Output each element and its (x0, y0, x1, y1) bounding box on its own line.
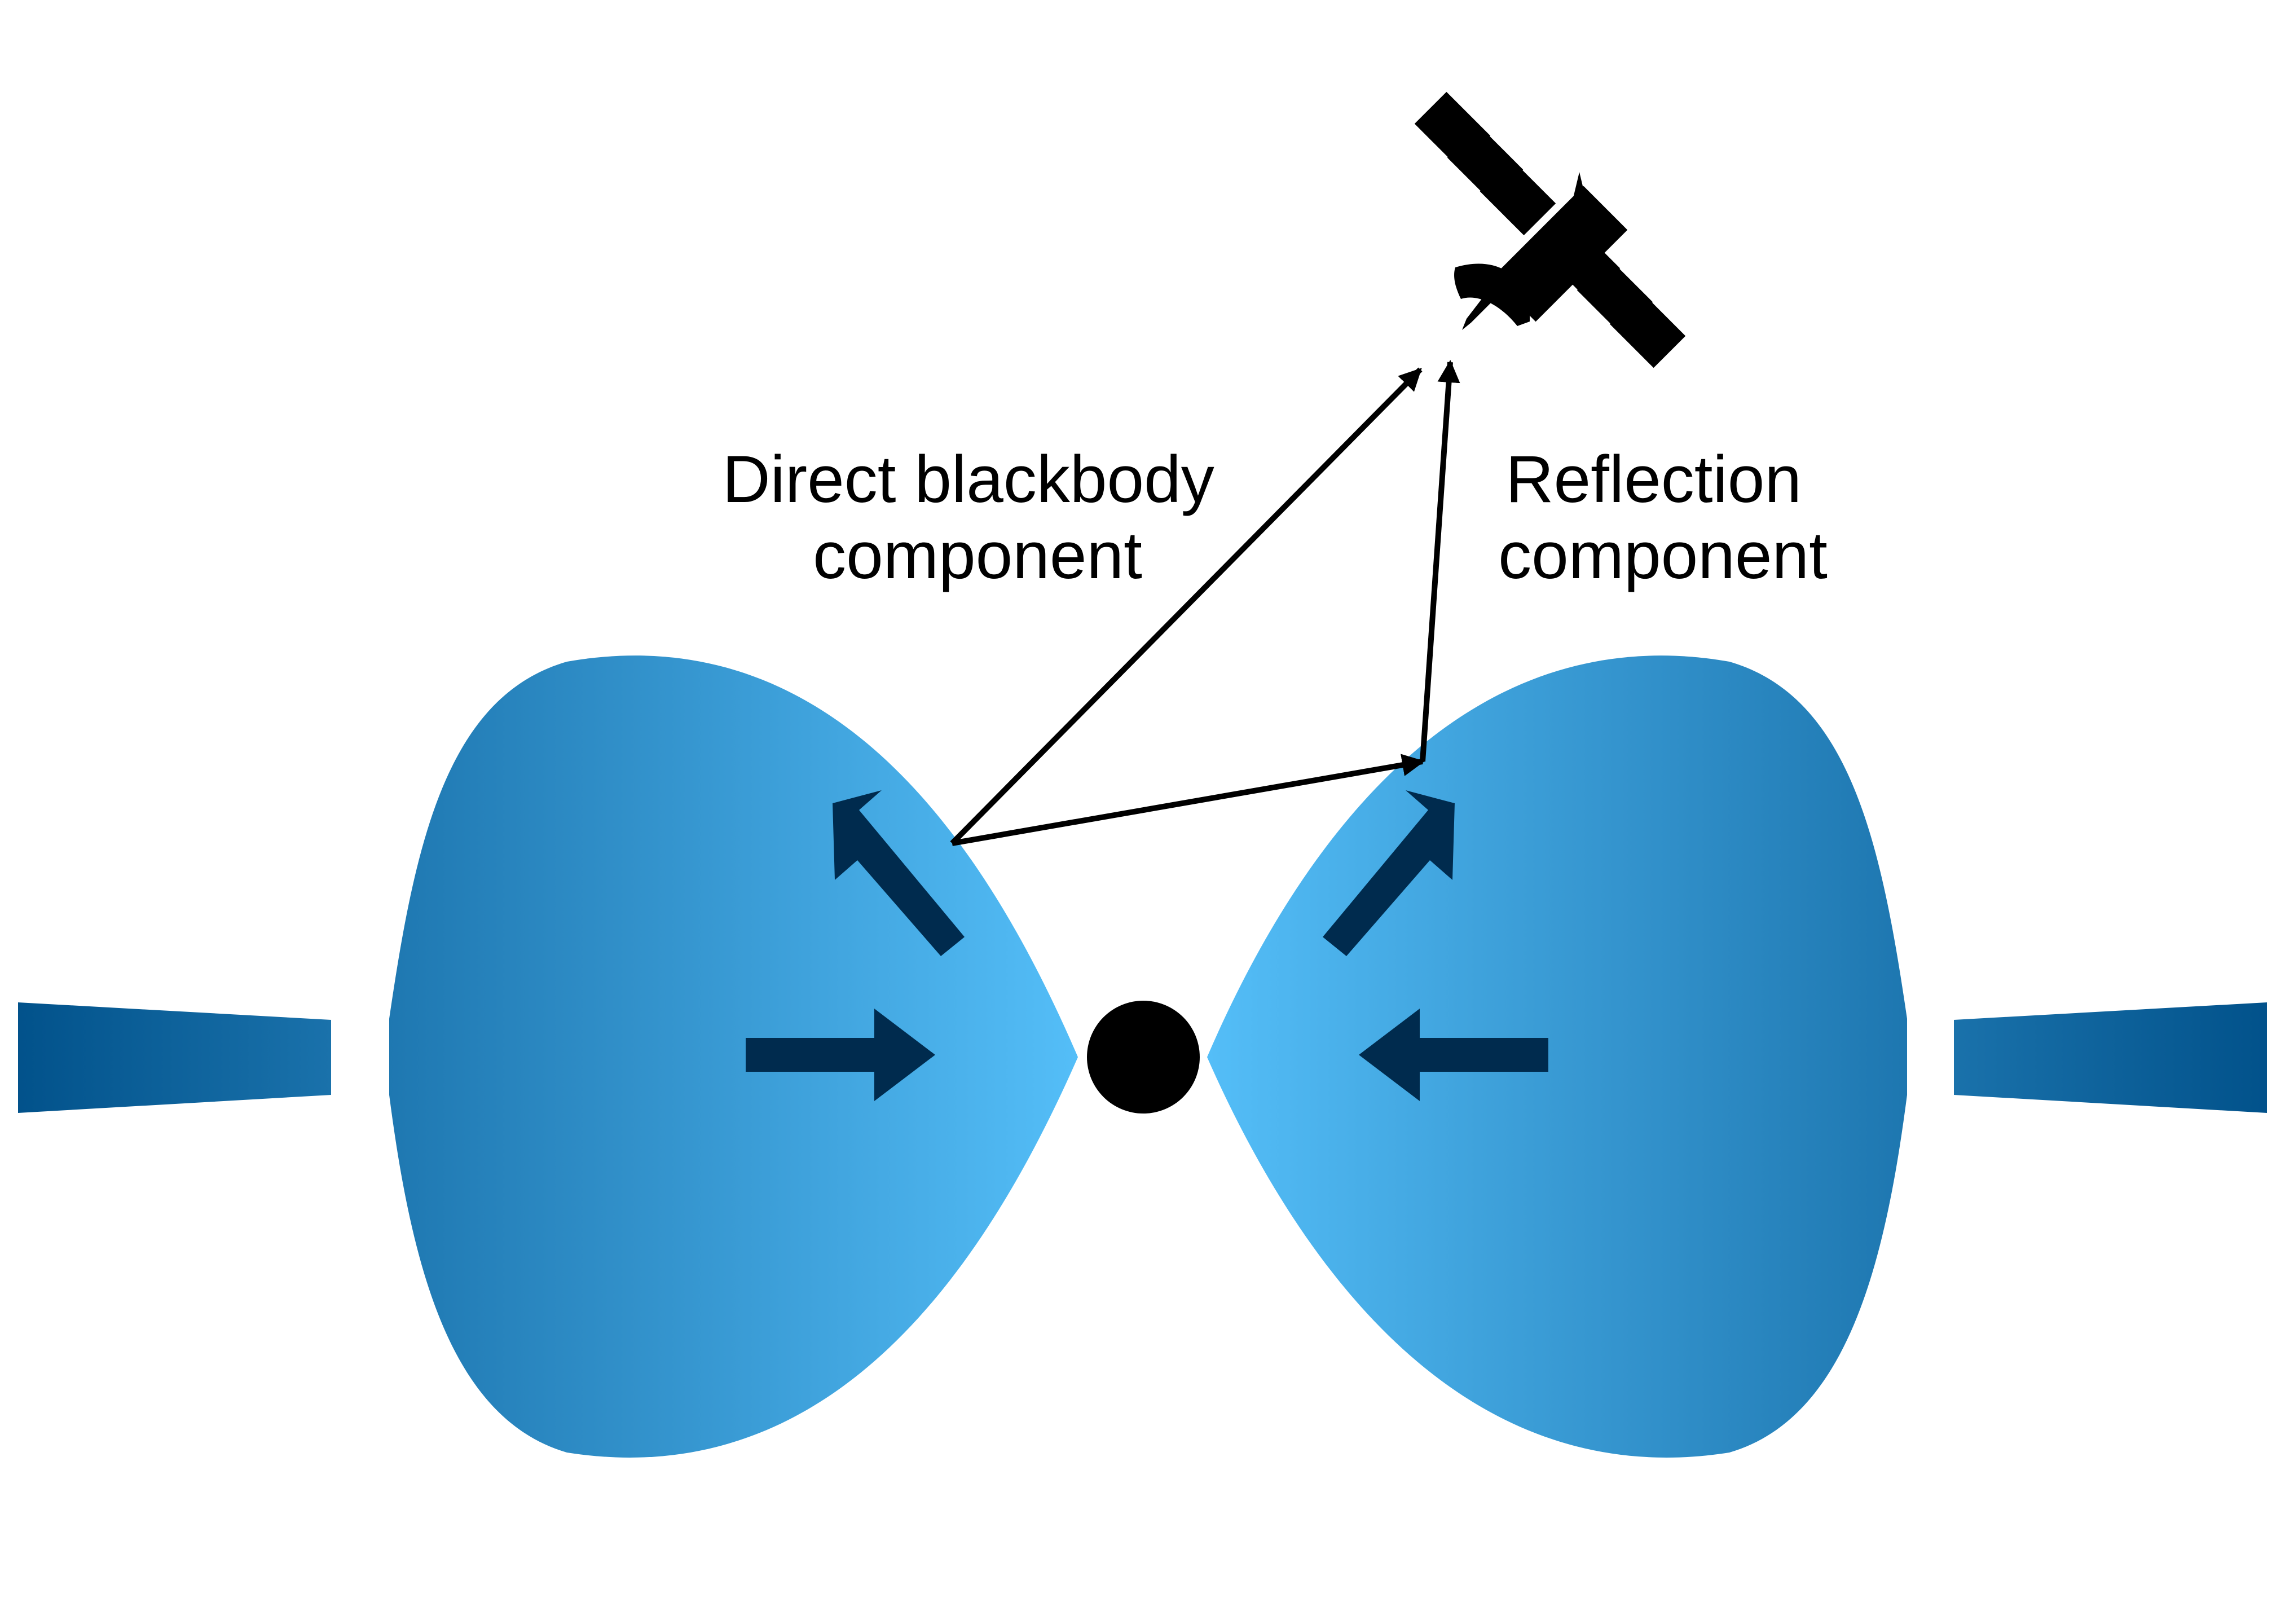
outer-disk-left (18, 1002, 331, 1113)
arrow-icon (746, 1009, 935, 1101)
reflection-ray (1420, 360, 1460, 762)
direct-component-label-line1: Direct blackbody (722, 442, 1214, 517)
reflection-component-label-line1: Reflection (1505, 442, 1802, 517)
arrow-icon (1323, 790, 1455, 956)
direct-component-label: Direct blackbody component (722, 442, 1232, 593)
central-object (1087, 1001, 1200, 1114)
direct-ray (950, 367, 1423, 846)
funnel-left (389, 655, 1078, 1458)
satellite-icon (1414, 91, 1686, 368)
reflected-ray-to-wall (952, 754, 1425, 846)
reflection-component-label: Reflection component (1498, 442, 1828, 593)
funnel-right (1207, 655, 1907, 1458)
outer-disk-right (1954, 1002, 2267, 1113)
direct-component-label-line2: component (813, 518, 1142, 593)
flow-arrows (746, 790, 1548, 1101)
arrow-icon (1359, 1009, 1548, 1101)
arrow-icon (833, 790, 965, 956)
reflection-component-label-line2: component (1498, 518, 1828, 593)
light-rays (950, 360, 1460, 846)
